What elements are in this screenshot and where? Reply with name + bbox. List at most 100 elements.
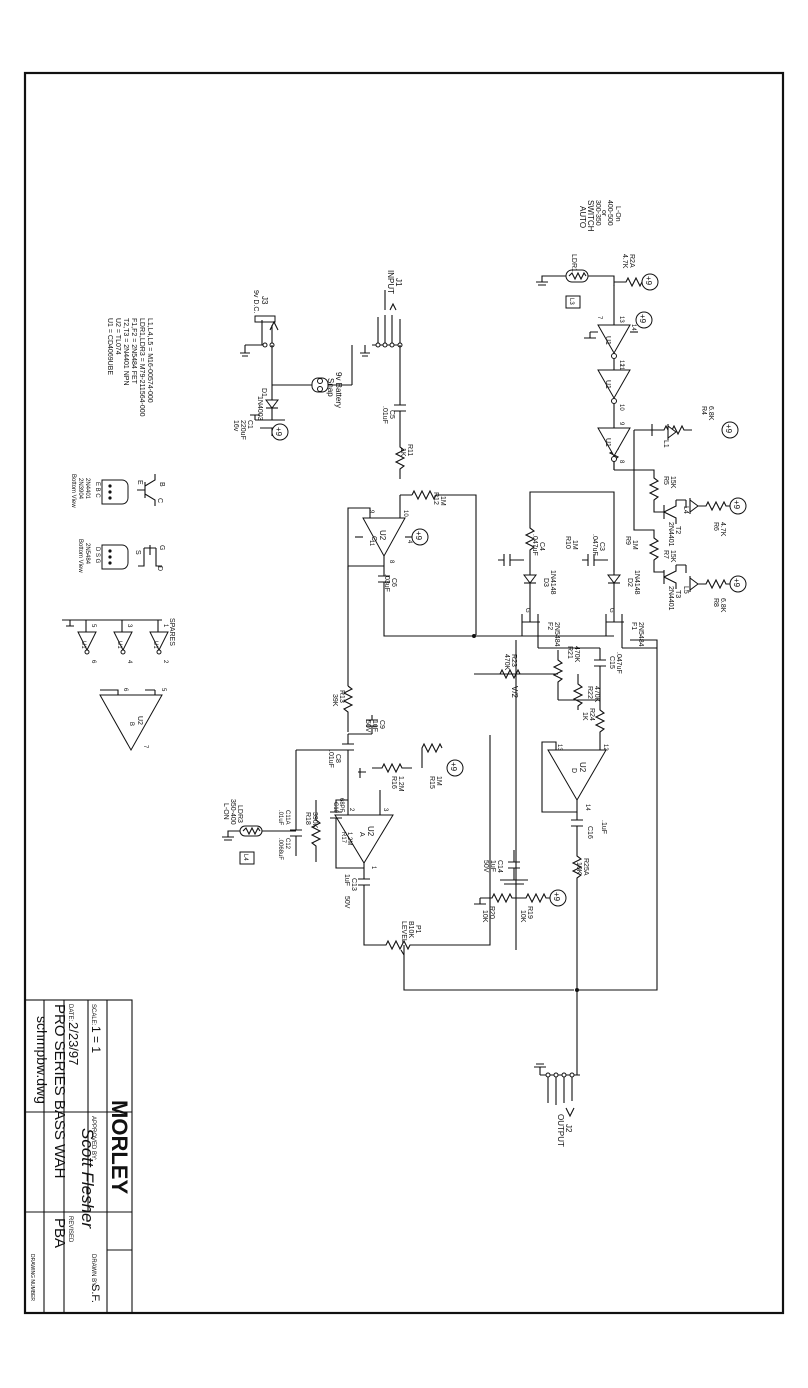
u2d-ref: U2 [578, 762, 587, 773]
supply-label: +9 [644, 276, 653, 286]
fet-sym-s: S [134, 550, 141, 555]
l3-ref: L3 [568, 298, 574, 305]
u1-pin: 11 [618, 364, 624, 371]
supply-label: +9 [638, 314, 647, 324]
npn-view: Bottom View [70, 474, 76, 508]
supply-symbol [721, 421, 739, 439]
c9-value: 1uF [371, 720, 378, 732]
d1-ref: D1 [260, 388, 267, 397]
legend-line: U1 = CD4069UBE [106, 318, 113, 375]
c6-ref: C6 [390, 578, 397, 587]
fet-network: F2 2N5484 F1 2N5484 R23 470K R21 470K R2… [474, 606, 657, 710]
supply-symbol [729, 497, 747, 515]
c1-ref: C1 [246, 420, 253, 429]
spare-opamp-unit: B [128, 722, 134, 726]
legend-line: LDR1,LDR3 = M79-211564-000 [138, 318, 145, 417]
r16-ref: R16 [390, 776, 397, 789]
drawn-label: DRAWN BY: [90, 1254, 96, 1288]
c14-ref: C14 [496, 860, 503, 873]
r11-ref: R11 [406, 444, 413, 456]
c4-value: .047uF [531, 534, 538, 556]
r7-value: 15K [669, 550, 676, 563]
supply-symbol [729, 575, 747, 593]
u1-pin: 14 [630, 324, 636, 331]
f1-value: 2N5484 [637, 622, 644, 647]
r20-value: 10K [481, 910, 488, 923]
r17-ref: R17 [340, 832, 346, 844]
supply-symbol [549, 889, 567, 907]
j1-label: INPUT [386, 270, 395, 294]
l1-ref: L1 [662, 440, 669, 448]
r18-ref: R18 [304, 812, 311, 825]
auto-switch-range: 400-500 [606, 200, 613, 226]
r8-ref: R8 [712, 598, 719, 607]
r15-value: 1M [435, 776, 442, 786]
u2a-pin: 2 [348, 808, 354, 812]
supply-symbol [446, 759, 464, 777]
r10-value: 1M [571, 540, 578, 550]
date-label: DATE: [67, 1004, 73, 1022]
u2d-unit: D [570, 768, 577, 773]
t2-ref: T2 [674, 526, 681, 534]
approved-signature: Scott Flesher [78, 1128, 97, 1229]
file-name: schmpbw.dwg [34, 1016, 50, 1104]
r23-value: 470K [503, 654, 510, 671]
j3-ref: J3 [260, 296, 269, 305]
u2a-ref: U2 [366, 826, 375, 837]
envelope-section: D3 1N4148 D2 1N4148 C4 .047uF C3 .047uF … [498, 200, 747, 613]
u2c-pin: 10 [402, 510, 408, 517]
ldr3-ref: LDR3 [236, 805, 243, 823]
npn-sym-c: C [156, 498, 163, 503]
battery-label: 9v Battery [334, 372, 343, 408]
r13-value: 39K [331, 694, 338, 707]
c3-ref: C3 [598, 542, 605, 551]
fet-pin-order: D S G [94, 547, 100, 564]
r16-value: 1.2M [397, 776, 404, 792]
scale-label: SCALE: [90, 1004, 96, 1026]
c5-value: .01uF [381, 406, 388, 424]
p1-value: B10K [407, 921, 414, 938]
u1-pin: 13 [618, 316, 624, 323]
supply-label: +9 [274, 427, 283, 437]
r2a-ref: R2A [628, 254, 635, 268]
spare-gate-name: U1 [116, 641, 122, 649]
j2-ref: J2 [564, 1124, 573, 1133]
npn-sym-e: E [136, 480, 143, 485]
c15-ref: C15 [608, 656, 615, 669]
l4-lamp [239, 851, 255, 865]
spares-label: SPARES [168, 618, 175, 646]
f2-ref: F2 [546, 622, 553, 630]
spare-opamp-pin: 5 [160, 688, 166, 692]
r17-value: 1.2M [346, 832, 352, 845]
supply-label: +9 [732, 500, 741, 510]
p1-ref: P1 [414, 925, 421, 934]
r19-ref: R19 [526, 906, 533, 919]
battery-sub: Snap [326, 378, 335, 397]
spare-opamp-name: U2 [136, 716, 143, 725]
r22-value: 470K [593, 686, 600, 703]
l5-ref: L5 [682, 586, 689, 594]
r21-value: 470K [573, 646, 580, 663]
u2a-pin: 1 [370, 866, 376, 870]
d2-value: 1N4148 [633, 570, 640, 595]
c1-rating: 16v [232, 420, 239, 432]
c16-value: .1uF [600, 820, 607, 834]
c14-rating: 50V [482, 860, 489, 873]
company-logo: MORLEY [107, 1100, 132, 1194]
r6-value: 4.7K [719, 522, 726, 537]
auto-switch-range: 300-350 [594, 200, 601, 226]
npn-sym-b: B [158, 482, 165, 487]
l4-ref: L4 [242, 854, 248, 861]
r12-value: 1M [439, 496, 446, 506]
spare-gate-name: U1 [80, 641, 86, 649]
npn-pinout: E B C 2N4401 2N3904 Bottom View B C E [70, 474, 165, 508]
c14-value: 1uF [489, 860, 496, 872]
c5-ref: C5 [388, 410, 395, 419]
spare-pin: 2 [162, 660, 168, 664]
supply-label: +9 [414, 531, 423, 541]
u2a-filter-stage: R13 39K C8 .01uF C9 1uF 50V R16 1.2M R15… [222, 685, 574, 991]
r18-value: 390K [311, 812, 318, 829]
u2d-pin: 13 [556, 744, 562, 751]
r6-ref: R6 [712, 522, 719, 531]
